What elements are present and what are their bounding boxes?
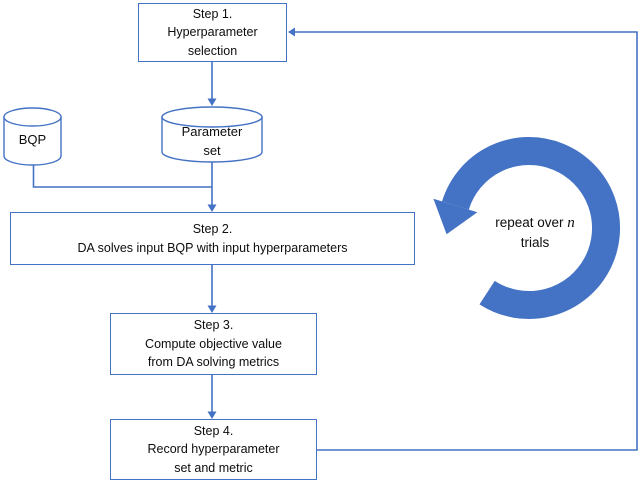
step-3-box: Step 3. Compute objective value from DA …: [110, 313, 317, 375]
arrowhead-down-icon: [207, 98, 217, 106]
feedback-step4-to-step1-line: [295, 31, 638, 451]
parameter-set-label: Parameter set: [162, 122, 262, 160]
cylinder-body: [3, 116, 62, 166]
step-1-line-2: selection: [187, 43, 238, 58]
cylinder-top: [161, 106, 263, 128]
loop-annotation: repeat over n trials: [450, 213, 620, 252]
step-1-title: Step 1.: [192, 6, 233, 21]
arrowhead-down-icon: [207, 305, 217, 313]
parameter-set-label-line-2: set: [203, 143, 221, 158]
step-4-line-2: set and metric: [174, 460, 253, 475]
loop-annotation-line-1: repeat over n: [450, 213, 620, 233]
connector-lines: [32, 31, 638, 451]
step-3-line-2: from DA solving metrics: [147, 355, 280, 370]
parameter-set-label-line-1: Parameter: [181, 124, 243, 139]
cylinder-body: [161, 116, 263, 163]
bqp-cylinder-icon: [3, 107, 62, 166]
loop-arrow-ring: [442, 137, 621, 320]
cylinder-top: [3, 107, 62, 127]
arrowhead-left-icon: [288, 27, 295, 37]
step-1-box: Step 1. Hyperparameter selection: [138, 3, 287, 62]
loop-arrow-icon: [433, 137, 621, 320]
step-4-line-1: Record hyperparameter: [147, 442, 280, 457]
loop-annotation-text: repeat over: [495, 215, 568, 230]
arrowhead-down-icon: [207, 204, 217, 212]
step-1-line-1: Hyperparameter: [167, 25, 258, 40]
arrowheads: [207, 27, 295, 419]
step-2-title: Step 2.: [192, 222, 233, 236]
step-4-title: Step 4.: [193, 423, 234, 438]
arrowhead-down-icon: [207, 411, 217, 419]
step-4-box: Step 4. Record hyperparameter set and me…: [110, 419, 317, 480]
loop-arrowhead-icon: [433, 198, 478, 235]
parameter-set-cylinder-icon: [161, 106, 263, 163]
loop-annotation-n-variable: n: [567, 215, 575, 231]
loop-annotation-line-2: trials: [520, 235, 550, 250]
step-2-line-1: DA solves input BQP with input hyperpara…: [77, 240, 348, 255]
bqp-label: BQP: [18, 132, 47, 147]
step-3-line-1: Compute objective value: [145, 336, 282, 351]
connector-bqp-to-step2: [32, 164, 212, 188]
step-3-title: Step 3.: [193, 318, 234, 333]
step-2-box: Step 2. DA solves input BQP with input h…: [10, 212, 415, 265]
